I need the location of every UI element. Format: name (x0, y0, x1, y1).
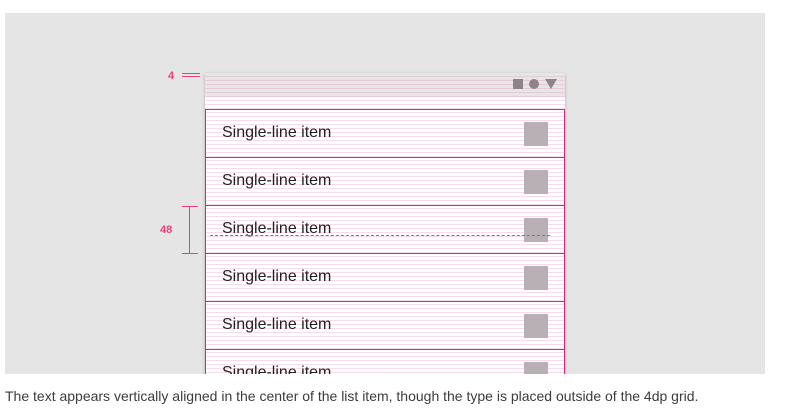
list-item[interactable]: Single-line item (205, 253, 565, 301)
list-item-label: Single-line item (222, 220, 332, 237)
row-height-bracket-bottom (182, 253, 198, 254)
square-icon (513, 79, 523, 89)
list-item-label: Single-line item (222, 268, 332, 285)
list-item[interactable]: Single-line item (205, 157, 565, 205)
row-height-bracket-top (182, 206, 198, 207)
status-bar (205, 73, 565, 97)
list-item-label: Single-line item (222, 124, 332, 141)
thumbnail-placeholder (524, 170, 548, 194)
text-baseline-guide (210, 235, 550, 236)
figure-caption: The text appears vertically aligned in t… (5, 388, 699, 404)
thumbnail-placeholder (524, 122, 548, 146)
thumbnail-placeholder (524, 314, 548, 338)
list-item-label: Single-line item (222, 172, 332, 189)
list-item[interactable]: Single-line item (205, 349, 565, 374)
row-height-label-48: 48 (160, 224, 173, 236)
thumbnail-placeholder (524, 362, 548, 374)
list-item-label: Single-line item (222, 316, 332, 333)
spec-figure: 4 48 Single-line item Single-line item S… (5, 13, 765, 374)
single-line-list: Single-line item Single-line item Single… (205, 109, 565, 374)
thumbnail-placeholder (524, 266, 548, 290)
phone-mockup: Single-line item Single-line item Single… (205, 73, 565, 374)
list-item[interactable]: Single-line item (205, 301, 565, 349)
spacing-marker-4-bottom (182, 76, 200, 77)
triangle-icon (545, 79, 557, 89)
list-item[interactable]: Single-line item (205, 205, 565, 253)
row-height-bracket-line (189, 206, 190, 253)
thumbnail-placeholder (524, 218, 548, 242)
spacing-marker-4-top (182, 73, 200, 74)
list-item-label: Single-line item (222, 364, 332, 374)
circle-icon (529, 79, 539, 89)
list-item[interactable]: Single-line item (205, 109, 565, 157)
spacing-label-4: 4 (168, 70, 175, 82)
